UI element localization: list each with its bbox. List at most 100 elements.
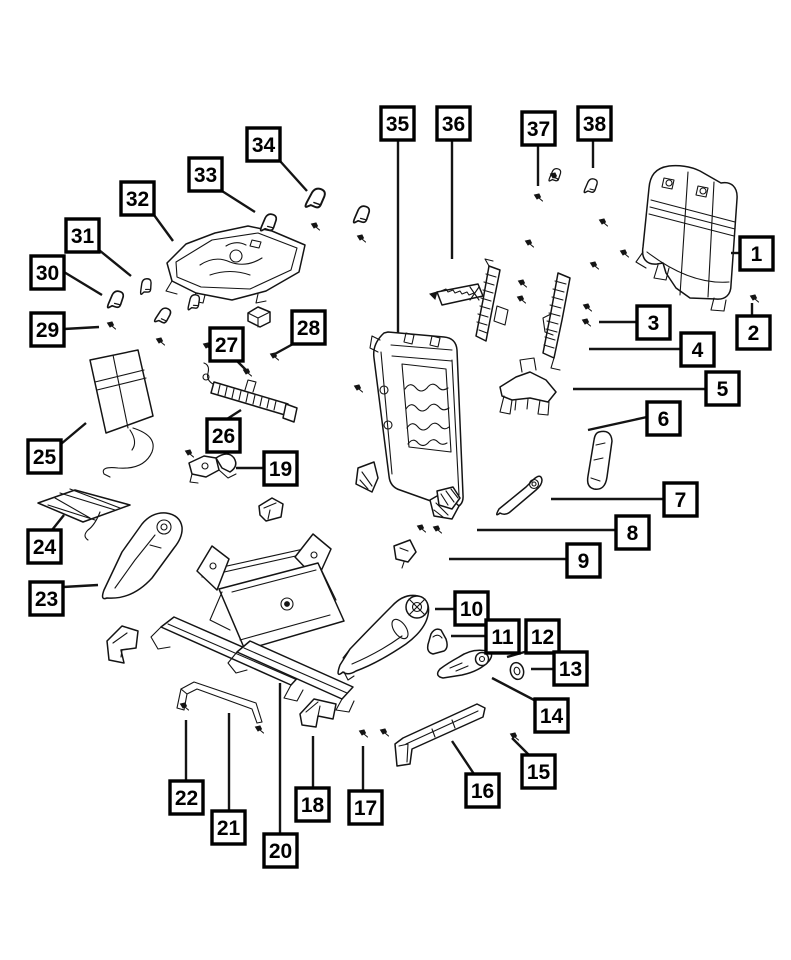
callout-box-29[interactable] (29, 311, 66, 348)
callout-box-38[interactable] (576, 105, 613, 142)
callout-16[interactable]: 16 (464, 772, 501, 809)
screw-fastener-icon (533, 193, 544, 202)
callout-36[interactable]: 36 (435, 105, 472, 142)
callout-box-32[interactable] (119, 180, 156, 217)
callout-6[interactable]: 6 (645, 400, 682, 437)
callout-box-28[interactable] (290, 309, 327, 346)
callout-27[interactable]: 27 (208, 326, 245, 363)
screw-fastener-icon (598, 218, 609, 227)
callout-box-1[interactable] (738, 235, 775, 272)
callout-number-8: 8 (627, 522, 639, 545)
callout-3[interactable]: 3 (635, 304, 672, 341)
callout-20[interactable]: 20 (262, 832, 299, 869)
callout-number-21: 21 (217, 817, 241, 840)
callout-box-10[interactable] (453, 590, 490, 627)
callout-34[interactable]: 34 (245, 126, 282, 163)
callout-number-38: 38 (583, 113, 607, 136)
callout-box-36[interactable] (435, 105, 472, 142)
callout-box-11[interactable] (484, 618, 521, 655)
callout-box-2[interactable] (735, 314, 772, 351)
callout-box-7[interactable] (662, 481, 699, 518)
callout-8[interactable]: 8 (614, 514, 651, 551)
callout-box-25[interactable] (26, 438, 63, 475)
callout-11[interactable]: 11 (484, 618, 521, 655)
screw-fastener-icon (619, 249, 630, 258)
callout-14[interactable]: 14 (533, 697, 570, 734)
callout-box-33[interactable] (187, 156, 224, 193)
callout-box-24[interactable] (26, 528, 63, 565)
callout-18[interactable]: 18 (294, 786, 331, 823)
callout-13[interactable]: 13 (552, 650, 589, 687)
callout-26[interactable]: 26 (205, 417, 242, 454)
callout-box-21[interactable] (210, 809, 247, 846)
callout-7[interactable]: 7 (662, 481, 699, 518)
j-clip-icon (106, 290, 125, 309)
callout-box-18[interactable] (294, 786, 331, 823)
part-recliner-release-lever (496, 475, 543, 516)
callout-box-19[interactable] (262, 450, 299, 487)
callout-box-16[interactable] (464, 772, 501, 809)
callout-box-27[interactable] (208, 326, 245, 363)
callout-box-31[interactable] (64, 217, 101, 254)
callout-number-33: 33 (194, 164, 217, 187)
callout-23[interactable]: 23 (28, 580, 65, 617)
part-recliner-handle (436, 649, 493, 679)
callout-1[interactable]: 1 (738, 235, 775, 272)
screw-fastener-icon (581, 318, 592, 327)
callout-box-14[interactable] (533, 697, 570, 734)
callout-box-5[interactable] (704, 370, 741, 407)
callout-24[interactable]: 24 (26, 528, 63, 565)
callout-box-37[interactable] (520, 110, 557, 147)
part-outer-shield (337, 594, 430, 681)
part-bolster-bracket-left (475, 258, 509, 342)
callout-box-17[interactable] (347, 789, 384, 826)
callout-12[interactable]: 12 (524, 618, 561, 655)
callout-box-23[interactable] (28, 580, 65, 617)
part-tie-bar (176, 681, 263, 724)
callout-box-35[interactable] (379, 105, 416, 142)
callout-30[interactable]: 30 (29, 254, 66, 291)
callout-box-3[interactable] (635, 304, 672, 341)
screw-fastener-icon (516, 295, 527, 304)
leader-line-29 (63, 325, 100, 331)
callout-box-26[interactable] (205, 417, 242, 454)
callout-number-18: 18 (301, 794, 325, 817)
callout-number-37: 37 (527, 118, 550, 141)
callout-2[interactable]: 2 (735, 314, 772, 351)
callout-box-6[interactable] (645, 400, 682, 437)
callout-31[interactable]: 31 (64, 217, 101, 254)
callout-box-34[interactable] (245, 126, 282, 163)
callout-17[interactable]: 17 (347, 789, 384, 826)
callout-box-20[interactable] (262, 832, 299, 869)
callout-15[interactable]: 15 (520, 753, 557, 790)
callout-25[interactable]: 25 (26, 438, 63, 475)
callout-4[interactable]: 4 (679, 331, 716, 368)
callout-28[interactable]: 28 (290, 309, 327, 346)
callout-10[interactable]: 10 (453, 590, 490, 627)
callout-19[interactable]: 19 (262, 450, 299, 487)
callout-box-13[interactable] (552, 650, 589, 687)
callout-box-9[interactable] (565, 542, 602, 579)
callout-32[interactable]: 32 (119, 180, 156, 217)
screw-fastener-icon (155, 337, 166, 346)
leader-line-23 (62, 583, 99, 589)
callout-21[interactable]: 21 (210, 809, 247, 846)
callout-37[interactable]: 37 (520, 110, 557, 147)
callout-number-32: 32 (126, 188, 149, 211)
screw-fastener-icon (749, 294, 760, 303)
callout-box-30[interactable] (29, 254, 66, 291)
callout-box-4[interactable] (679, 331, 716, 368)
leader-line-6 (587, 415, 648, 432)
callout-35[interactable]: 35 (379, 105, 416, 142)
callout-29[interactable]: 29 (29, 311, 66, 348)
callout-38[interactable]: 38 (576, 105, 613, 142)
callout-9[interactable]: 9 (565, 542, 602, 579)
callout-box-8[interactable] (614, 514, 651, 551)
callout-box-12[interactable] (524, 618, 561, 655)
callout-box-15[interactable] (520, 753, 557, 790)
callout-33[interactable]: 33 (187, 156, 224, 193)
callout-number-4: 4 (692, 339, 704, 362)
callout-box-22[interactable] (168, 779, 205, 816)
callout-5[interactable]: 5 (704, 370, 741, 407)
callout-22[interactable]: 22 (168, 779, 205, 816)
